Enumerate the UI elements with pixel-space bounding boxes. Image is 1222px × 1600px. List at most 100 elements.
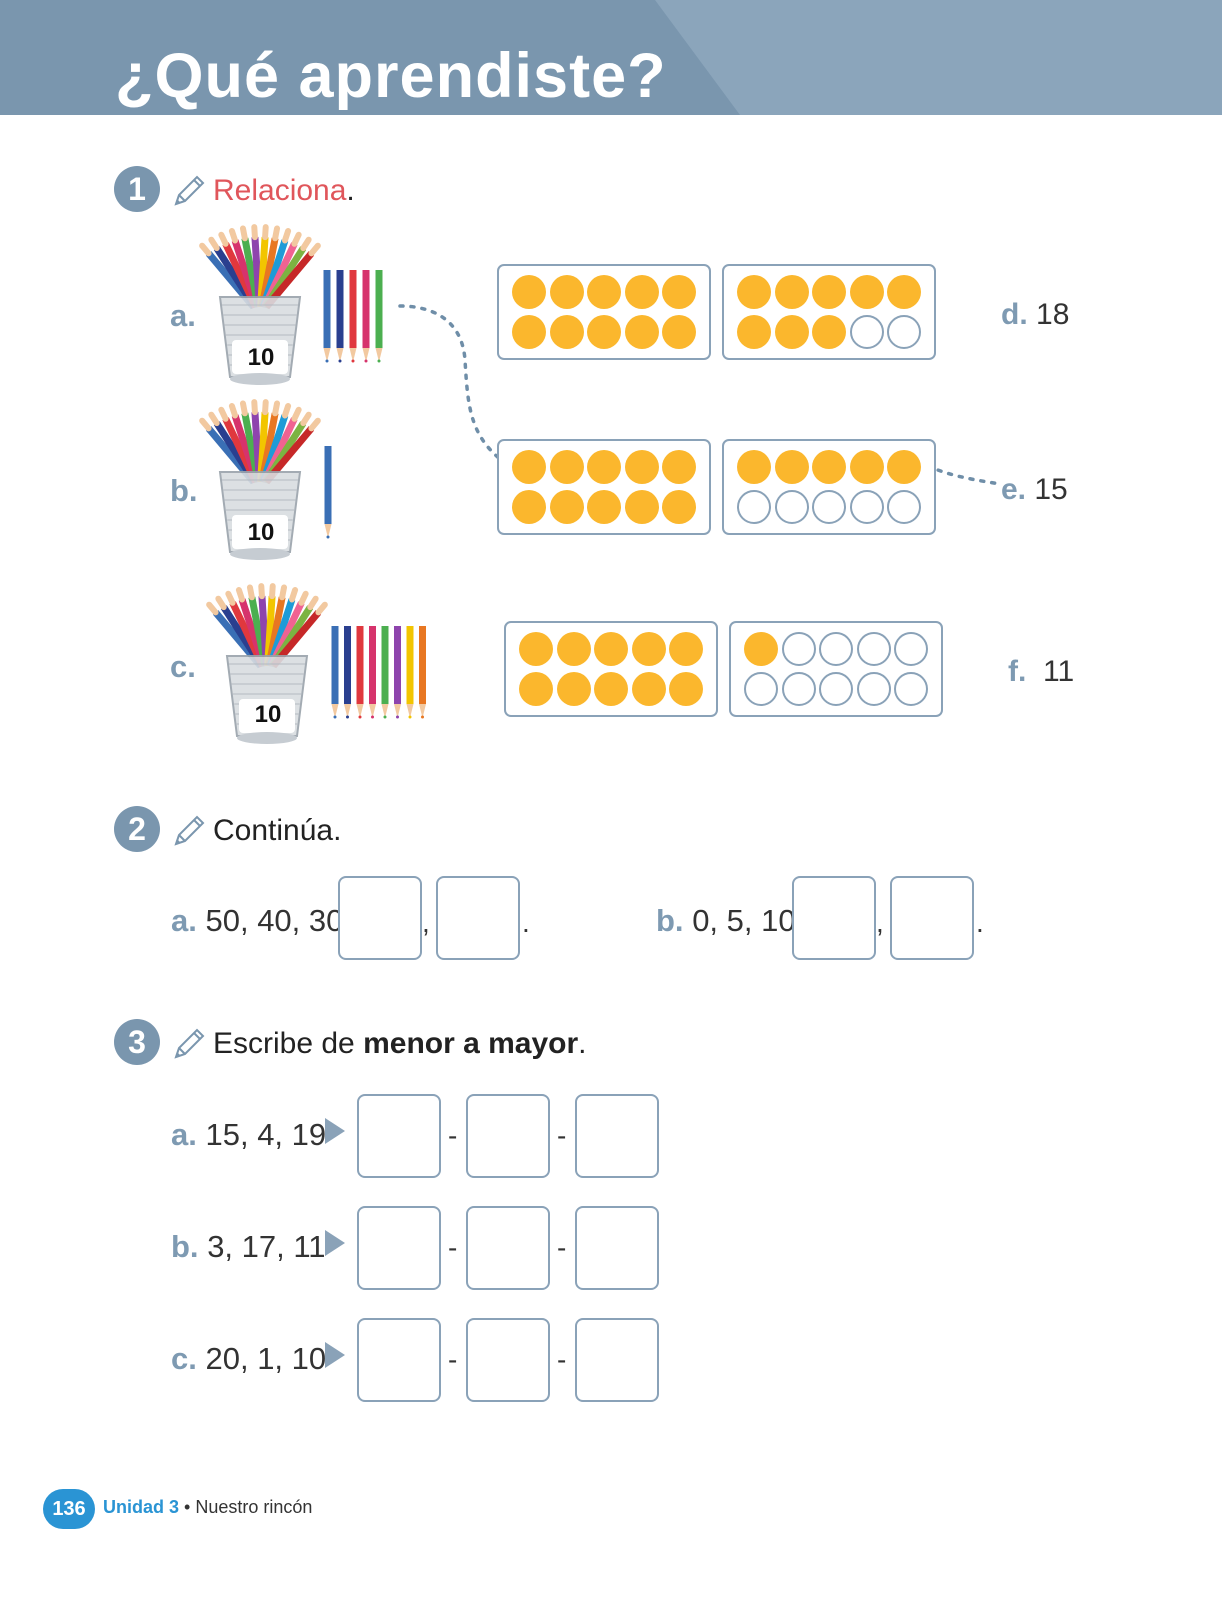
loose-pencil-lead	[338, 359, 342, 363]
answer-box[interactable]	[466, 1206, 550, 1290]
pencil-icon	[174, 815, 205, 846]
loose-pencil	[362, 270, 370, 348]
item-letter-c: c.	[170, 649, 196, 684]
answer-box[interactable]	[575, 1094, 659, 1178]
comma-separator: ,	[876, 907, 884, 938]
filled-dot	[887, 450, 921, 484]
empty-dot	[894, 672, 928, 706]
loose-pencil	[356, 626, 364, 704]
dash-separator: -	[557, 1232, 567, 1263]
filled-dot	[812, 275, 846, 309]
loose-pencil-tip	[381, 704, 389, 718]
filled-dot	[812, 315, 846, 349]
loose-pencil-lead	[346, 715, 349, 719]
order-letter: a.	[171, 1117, 197, 1152]
order-numbers: 3, 17, 11	[207, 1229, 326, 1264]
answer-f: f. 11	[1008, 655, 1074, 689]
ten-frame-left	[497, 439, 711, 535]
loose-pencil-lead	[351, 359, 355, 363]
instruction-verb: Relaciona	[213, 174, 347, 207]
filled-dot	[512, 315, 546, 349]
loose-pencil-lead	[371, 715, 374, 719]
cup-base	[230, 548, 290, 560]
pencil-tip	[269, 583, 276, 600]
pencil-tip	[281, 402, 292, 419]
filled-dot	[512, 490, 546, 524]
section-2-instruction: Continúa.	[213, 814, 342, 847]
pencil-tip	[307, 595, 319, 611]
filled-dot	[662, 315, 696, 349]
filled-dot	[587, 275, 621, 309]
period-mark: .	[522, 907, 530, 938]
filled-dot	[512, 275, 546, 309]
sequence-numbers: 50, 40, 30,	[205, 903, 352, 938]
order-letter: c.	[171, 1341, 197, 1376]
answer-box[interactable]	[357, 1094, 441, 1178]
answer-box[interactable]	[357, 1318, 441, 1402]
answer-box[interactable]	[338, 876, 422, 960]
answer-box[interactable]	[466, 1318, 550, 1402]
page-header: ¿Qué aprendiste?	[0, 0, 1222, 115]
answer-box[interactable]	[436, 876, 520, 960]
answer-box[interactable]	[575, 1318, 659, 1402]
pencil-tip	[208, 411, 220, 427]
pencil-tip	[298, 590, 309, 606]
dash-separator: -	[557, 1120, 567, 1151]
loose-pencil-tip	[344, 704, 351, 718]
cup-base	[230, 373, 290, 385]
period-mark: .	[976, 907, 984, 938]
matching-line	[398, 304, 1002, 486]
loose-pencil-lead	[333, 715, 337, 719]
loose-pencil-tip	[356, 704, 364, 718]
unit-label: Unidad 3	[103, 1497, 180, 1517]
filled-dot	[631, 632, 666, 666]
loose-pencil	[323, 270, 331, 348]
empty-dot	[737, 490, 771, 524]
filled-dot	[549, 275, 584, 309]
empty-dot	[894, 632, 928, 666]
empty-dot	[887, 490, 921, 524]
answer-box[interactable]	[357, 1206, 441, 1290]
dash-separator: -	[557, 1344, 567, 1375]
empty-dot	[849, 490, 884, 524]
filled-dot	[774, 275, 809, 309]
answer-box[interactable]	[890, 876, 974, 960]
loose-pencil-lead	[325, 359, 329, 363]
filled-dot	[512, 450, 546, 484]
loose-pencil-lead	[358, 715, 362, 719]
empty-dot	[849, 315, 884, 349]
loose-pencil-tip	[394, 704, 401, 718]
loose-pencil-tip	[323, 348, 331, 362]
answer-box[interactable]	[466, 1094, 550, 1178]
empty-dot	[812, 490, 846, 524]
filled-dot	[737, 450, 771, 484]
filled-dot	[624, 450, 659, 484]
loose-pencil-tip	[349, 348, 357, 362]
pencil-tip	[308, 242, 321, 257]
filled-dot	[662, 275, 696, 309]
loose-pencil-tip	[406, 704, 414, 718]
filled-dot	[744, 632, 778, 666]
answer-box[interactable]	[575, 1206, 659, 1290]
answer-box[interactable]	[792, 876, 876, 960]
filled-dot	[662, 490, 696, 524]
loose-pencil-tip	[362, 348, 370, 362]
ten-frame-right	[722, 264, 936, 360]
loose-pencil	[349, 270, 357, 348]
pencil-tip	[239, 225, 248, 242]
loose-pencil	[369, 626, 376, 704]
pencil-tip	[300, 411, 312, 427]
loose-pencil	[419, 626, 426, 704]
order-row-a: a. 15, 4, 19	[171, 1117, 326, 1153]
sequence-a: a. 50, 40, 30,	[171, 903, 352, 939]
sequence-numbers: 0, 5, 10,	[692, 903, 805, 938]
pencil-tip	[272, 225, 281, 242]
section-1-instruction: Relaciona.	[213, 174, 355, 208]
empty-dot	[774, 490, 809, 524]
instruction-period: .	[578, 1027, 587, 1060]
item-letter-b: b.	[170, 473, 198, 508]
loose-pencil-lead	[408, 715, 412, 719]
empty-dot	[819, 672, 853, 706]
filled-dot	[549, 315, 584, 349]
loose-pencil	[394, 626, 401, 704]
